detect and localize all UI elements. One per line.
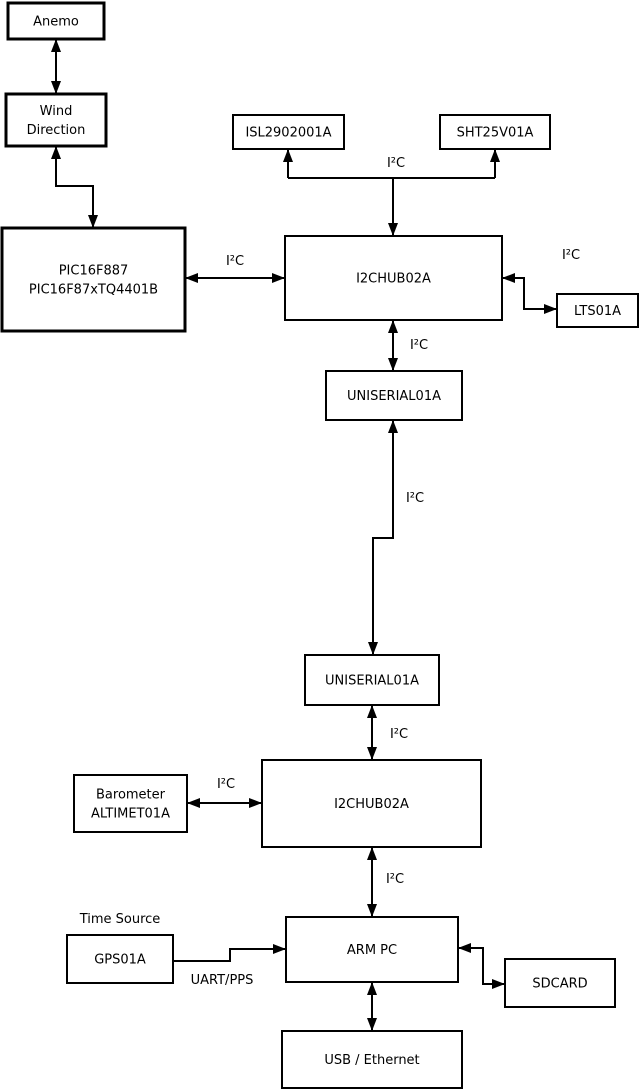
- arrowhead-start-pic-i2chub1: [185, 273, 198, 283]
- arm-pc-label: ARM PC: [347, 943, 397, 958]
- arrowhead-start-winddirection-pic: [51, 146, 61, 159]
- gps01a-label: GPS01A: [94, 953, 146, 968]
- arrowhead-start-uniserial2-i2chub2: [367, 705, 377, 718]
- sdcard-label: SDCARD: [532, 977, 587, 992]
- node-gps01a: GPS01A: [66, 934, 174, 984]
- edge-gps-armpc: [173, 948, 286, 962]
- gps01a-box: [66, 934, 174, 984]
- label-i2c-barometer-i2chub2: I²C: [217, 777, 235, 792]
- arrowhead-end-bus-isl2902001a: [283, 149, 293, 162]
- node-sdcard: SDCARD: [504, 958, 616, 1008]
- uniserial-2-label: UNISERIAL01A: [325, 674, 419, 689]
- arrowhead-end-anemo-winddirection: [51, 81, 61, 94]
- node-usb-ethernet: USB / Ethernet: [281, 1030, 463, 1089]
- edge-uniserial1-uniserial2: [372, 420, 394, 655]
- label-time-source: Time Source: [79, 912, 161, 927]
- arrowhead-end-armpc-sdcard: [492, 979, 505, 989]
- arrowhead-end-armpc-usbethernet: [367, 1018, 377, 1031]
- node-uniserial-1: UNISERIAL01A: [325, 370, 463, 421]
- isl2902001a-box: [232, 114, 345, 150]
- i2chub-1-label: I2CHUB02A: [356, 272, 431, 287]
- label-i2c-pic-i2chub1: I²C: [226, 254, 244, 269]
- arrowhead-end-i2chub2-armpc: [367, 904, 377, 917]
- arrowhead-start-armpc-usbethernet: [367, 982, 377, 995]
- arrowhead-end-bus-sht25v01a: [490, 149, 500, 162]
- node-anemo: Anemo: [6, 1, 106, 41]
- usb-ethernet-label: USB / Ethernet: [324, 1053, 419, 1068]
- edge-winddirection-pic: [55, 146, 94, 228]
- barometer-label: ALTIMET01A: [91, 807, 170, 822]
- pic-controller-label: PIC16F887: [59, 264, 129, 279]
- label-i2c-i2chub1-uniserial1: I²C: [410, 338, 428, 353]
- wind-direction-box: [4, 92, 108, 148]
- arrowhead-end-gps-armpc: [273, 944, 286, 954]
- label-i2c-uniserial2-i2chub2: I²C: [390, 727, 408, 742]
- i2chub-2-label: I2CHUB02A: [334, 797, 409, 812]
- uniserial-1-label: UNISERIAL01A: [347, 389, 441, 404]
- sht25v01a-box: [439, 114, 551, 150]
- usb-ethernet-box: [281, 1030, 463, 1089]
- barometer-label: Barometer: [96, 788, 166, 803]
- label-i2c-sensor-bus: I²C: [387, 156, 405, 171]
- node-lts01a: LTS01A: [556, 293, 639, 328]
- node-arm-pc: ARM PC: [285, 916, 459, 983]
- pic-controller-box: [0, 226, 187, 333]
- arrowhead-start-uniserial1-uniserial2: [388, 420, 398, 433]
- anemo-box: [6, 1, 106, 41]
- label-i2c-i2chub2-armpc: I²C: [386, 872, 404, 887]
- label-uart-pps: UART/PPS: [191, 973, 254, 988]
- lts01a-box: [556, 293, 639, 328]
- edge-armpc-sdcard: [458, 947, 505, 985]
- arrowhead-start-anemo-winddirection: [51, 39, 61, 52]
- wind-direction-label: Wind: [40, 104, 73, 119]
- arrowhead-end-i2chub1-uniserial1: [388, 358, 398, 371]
- arrowhead-start-i2chub2-armpc: [367, 847, 377, 860]
- barometer-box: [73, 774, 188, 833]
- arrowhead-end-uniserial2-i2chub2: [367, 747, 377, 760]
- arrowhead-start-barometer-i2chub2: [187, 798, 200, 808]
- wind-direction-label: Direction: [27, 123, 86, 138]
- arrowhead-start-i2chub1-uniserial1: [388, 320, 398, 333]
- node-uniserial-2: UNISERIAL01A: [304, 654, 440, 706]
- i2chub-2-box: [261, 759, 482, 848]
- label-i2c-uniserial-link: I²C: [406, 491, 424, 506]
- arm-pc-box: [285, 916, 459, 983]
- uniserial-2-box: [304, 654, 440, 706]
- anemo-label: Anemo: [33, 15, 79, 30]
- isl2902001a-label: ISL2902001A: [245, 126, 331, 141]
- node-i2chub-1: I2CHUB02A: [284, 235, 503, 321]
- node-sht25v01a: SHT25V01A: [439, 114, 551, 150]
- edge-i2chub1-lts01a: [502, 277, 557, 310]
- arrowhead-end-uniserial1-uniserial2: [368, 642, 378, 655]
- pic-controller-label: PIC16F87xTQ4401B: [29, 283, 158, 298]
- arrowhead-end-barometer-i2chub2: [249, 798, 262, 808]
- arrowhead-end-bus-i2chub1: [388, 223, 398, 236]
- arrowhead-start-armpc-sdcard: [458, 943, 471, 953]
- arrowhead-end-pic-i2chub1: [272, 273, 285, 283]
- label-i2c-i2chub1-lts01a: I²C: [562, 248, 580, 263]
- sht25v01a-label: SHT25V01A: [457, 126, 534, 141]
- i2chub-1-box: [284, 235, 503, 321]
- sdcard-box: [504, 958, 616, 1008]
- lts01a-label: LTS01A: [574, 304, 621, 319]
- arrowhead-end-winddirection-pic: [88, 215, 98, 228]
- uniserial-1-box: [325, 370, 463, 421]
- node-i2chub-2: I2CHUB02A: [261, 759, 482, 848]
- arrowhead-end-i2chub1-lts01a: [544, 304, 557, 314]
- arrowhead-start-i2chub1-lts01a: [502, 273, 515, 283]
- node-isl2902001a: ISL2902001A: [232, 114, 345, 150]
